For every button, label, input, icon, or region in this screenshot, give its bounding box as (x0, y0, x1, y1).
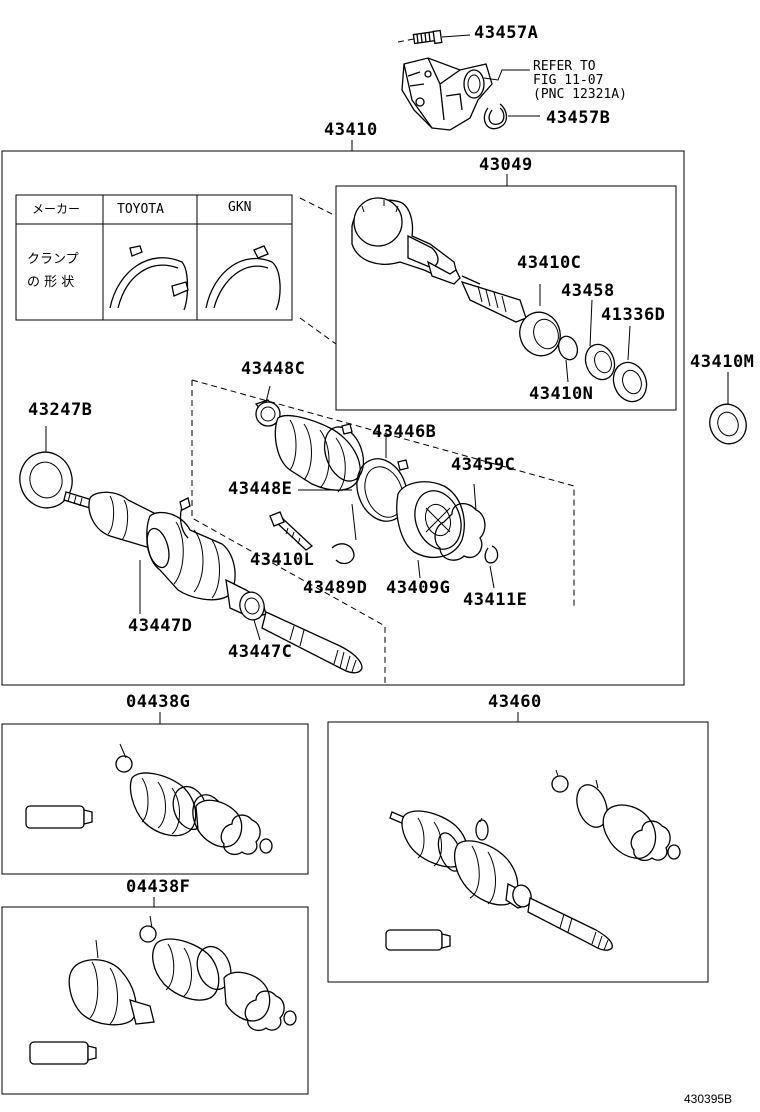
clamp-table (15, 194, 293, 321)
axle-shaft-assembly[interactable] (63, 491, 363, 674)
label-43447D: 43447D (128, 616, 193, 636)
inboard-boot-assembly[interactable] (254, 385, 415, 528)
ring-43459C[interactable] (434, 483, 486, 561)
label-43410C: 43410C (517, 253, 582, 273)
label-43409G: 43409G (386, 578, 451, 598)
table-header-toyota: TOYOTA (117, 202, 164, 217)
label-43448E: 43448E (228, 479, 293, 499)
support-bracket (401, 57, 530, 131)
kit-box-04438F (1, 906, 309, 1095)
snap-ring-43411E[interactable] (484, 545, 499, 589)
kit-box-04438G (1, 723, 309, 875)
seal-41336D[interactable] (608, 325, 652, 406)
table-header-maker: メーカー (32, 202, 81, 216)
seal-43410M[interactable] (704, 372, 752, 449)
label-43410M: 43410M (690, 352, 755, 372)
bolt-43410L[interactable] (269, 511, 314, 551)
label-43410L: 43410L (250, 550, 315, 570)
clip-43489D[interactable] (331, 503, 357, 565)
snap-ring-43457B (483, 103, 540, 130)
boot-kit-04438G[interactable] (25, 743, 273, 856)
inboard-joint-43409G[interactable] (396, 481, 469, 579)
assembly-box-43049 (335, 185, 677, 411)
label-43489D: 43489D (303, 578, 368, 598)
label-43459C: 43459C (451, 455, 516, 475)
label-43411E: 43411E (463, 590, 528, 610)
label-43247B: 43247B (28, 400, 93, 420)
boot-kit-04438F[interactable] (29, 915, 297, 1065)
label-43457A: 43457A (474, 23, 539, 43)
snap-ring-43410N[interactable] (555, 334, 580, 383)
label-43446B: 43446B (372, 422, 437, 442)
figure-id: 430395B (684, 1092, 733, 1106)
bolt-43457A (397, 29, 471, 45)
label-43458: 43458 (561, 281, 615, 301)
reference-line-2: FIG 11-07 (533, 73, 604, 88)
table-header-gkn: GKN (228, 200, 252, 215)
label-43457B: 43457B (546, 108, 611, 128)
label-43410: 43410 (324, 120, 378, 140)
label-43049: 43049 (479, 155, 533, 175)
reference-line-1: REFER TO (533, 59, 596, 74)
ring-43410C[interactable] (514, 284, 567, 362)
label-43447C: 43447C (228, 642, 293, 662)
outboard-cv-joint-43049[interactable] (351, 197, 527, 323)
bearing-43458[interactable] (581, 299, 620, 384)
label-04438F: 04438F (126, 877, 191, 897)
label-41336D: 41336D (601, 305, 666, 325)
table-row-label-2: の 形 状 (27, 275, 75, 290)
label-04438G: 04438G (126, 692, 191, 712)
label-43410N: 43410N (529, 384, 594, 404)
reference-line-3: (PNC 12321A) (533, 87, 627, 102)
label-43460: 43460 (488, 692, 542, 712)
driveshaft-kit-43460[interactable] (385, 769, 681, 951)
seal-43247B[interactable] (14, 426, 79, 514)
assembly-box-43410 (1, 150, 685, 686)
table-row-label-1: クランプ (27, 252, 79, 267)
label-43448C: 43448C (241, 359, 306, 379)
bracket-assembly[interactable] (397, 29, 540, 131)
